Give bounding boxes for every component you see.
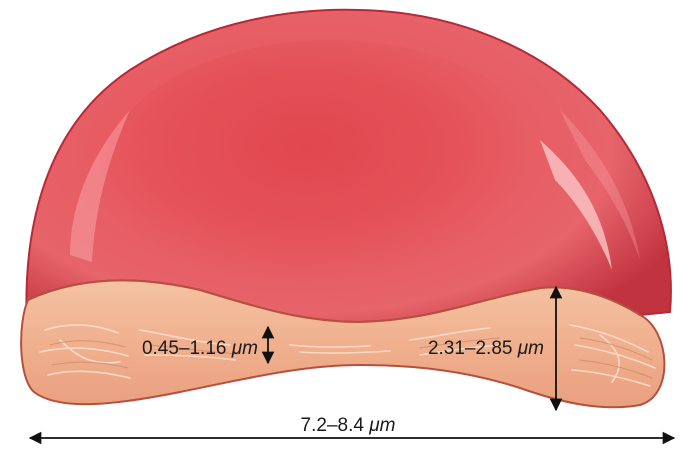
central-pallor (100, 40, 560, 320)
diameter-label: 7.2–8.4 μm (301, 415, 396, 436)
thick-rim-label: 2.31–2.85 μm (428, 338, 544, 359)
thin-center-label: 0.45–1.16 μm (142, 338, 258, 359)
